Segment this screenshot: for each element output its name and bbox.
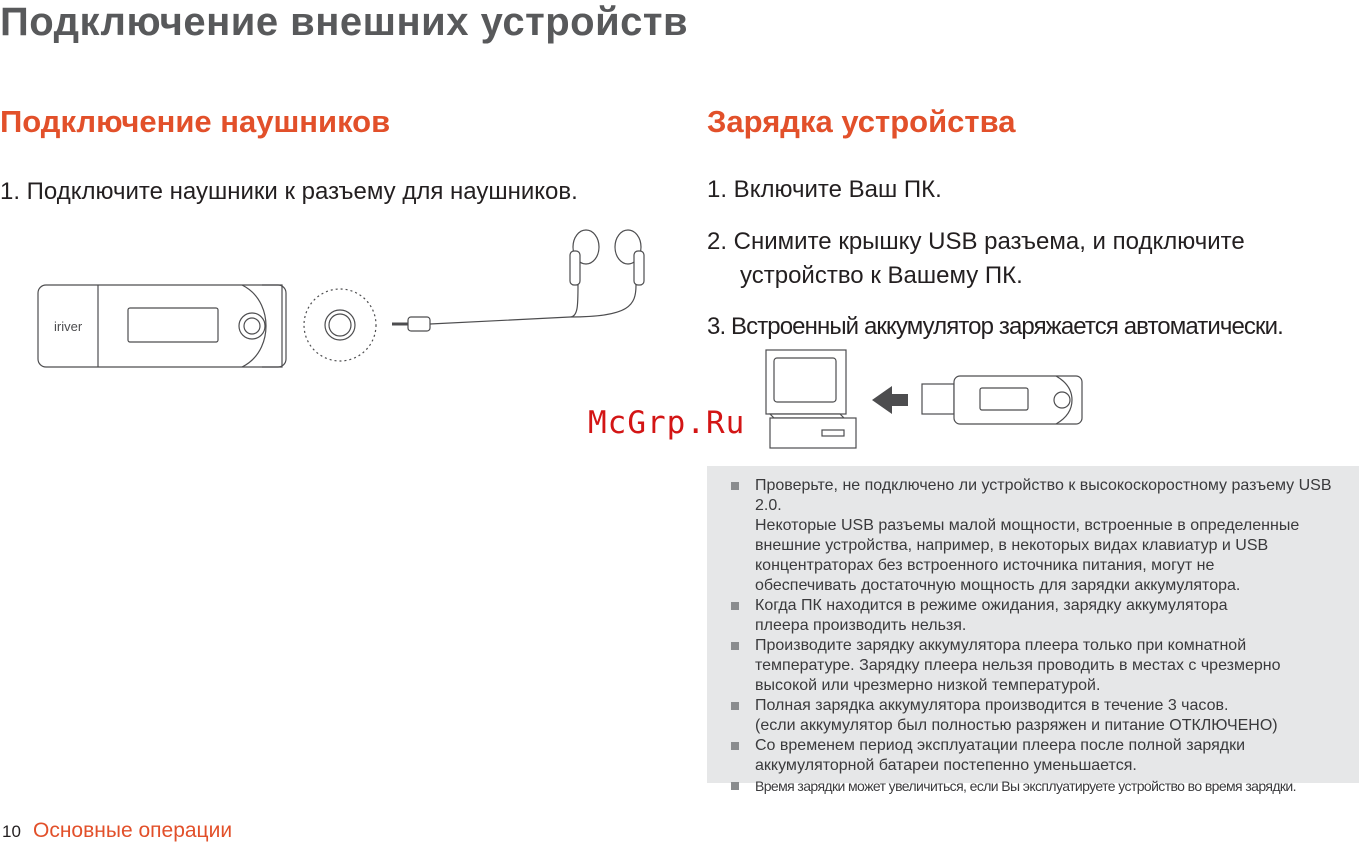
page-number: 10 [2, 822, 21, 841]
charging-step-3: 3. Встроенный аккумулятор заряжается авт… [707, 313, 1284, 340]
play-pause-button-icon [238, 312, 266, 340]
charging-step-1: 1. Включите Ваш ПК. [707, 176, 942, 203]
square-bullet-icon [731, 702, 739, 710]
mp3-player [37, 284, 287, 368]
square-bullet-icon [731, 782, 739, 790]
note-item: Время зарядки может увеличиться, если Вы… [727, 776, 1347, 796]
jack-zoom-circle [303, 288, 377, 362]
arrow-left-icon [872, 386, 908, 414]
notes-list: Проверьте, не подключено ли устройство к… [727, 476, 1347, 796]
usb-connector [921, 383, 955, 415]
headphones-section-title: Подключение наушников [0, 104, 391, 139]
charging-step-2-line-2: устройство к Вашему ПК. [740, 262, 1023, 289]
footer-section-label: Основные операции [33, 819, 233, 842]
charging-step-2: 2. Снимите крышку USB разъема, и подключ… [707, 225, 1245, 293]
charging-section-title: Зарядка устройства [707, 104, 1016, 139]
charging-illustration [765, 349, 1083, 449]
note-item: Проверьте, не подключено ли устройство к… [727, 476, 1347, 596]
headphone-jack-icon [324, 309, 356, 341]
page-title: Подключение внешних устройств [0, 0, 689, 44]
headphone-plug [407, 316, 431, 332]
square-bullet-icon [731, 642, 739, 650]
headphones-illustration: iriver [37, 229, 645, 368]
note-item: Полная зарядка аккумулятора производится… [727, 696, 1347, 736]
charging-step-2-line-1: 2. Снимите крышку USB разъема, и подключ… [707, 228, 1245, 255]
watermark: McGrp.Ru [588, 405, 746, 441]
headphone-cable [429, 265, 637, 325]
note-item: Производите зарядку аккумулятора плеера … [727, 636, 1347, 696]
notes-box: Проверьте, не подключено ли устройство к… [707, 466, 1359, 794]
square-bullet-icon [731, 602, 739, 610]
note-item: Когда ПК находится в режиме ожидания, за… [727, 596, 1347, 636]
square-bullet-icon [731, 742, 739, 750]
player-screen [127, 307, 219, 343]
headphones-step-1: 1. Подключите наушники к разъему для нау… [0, 178, 578, 205]
square-bullet-icon [731, 482, 739, 490]
device-logo: iriver [54, 319, 83, 334]
note-item: Со временем период эксплуатации плеера п… [727, 736, 1347, 776]
